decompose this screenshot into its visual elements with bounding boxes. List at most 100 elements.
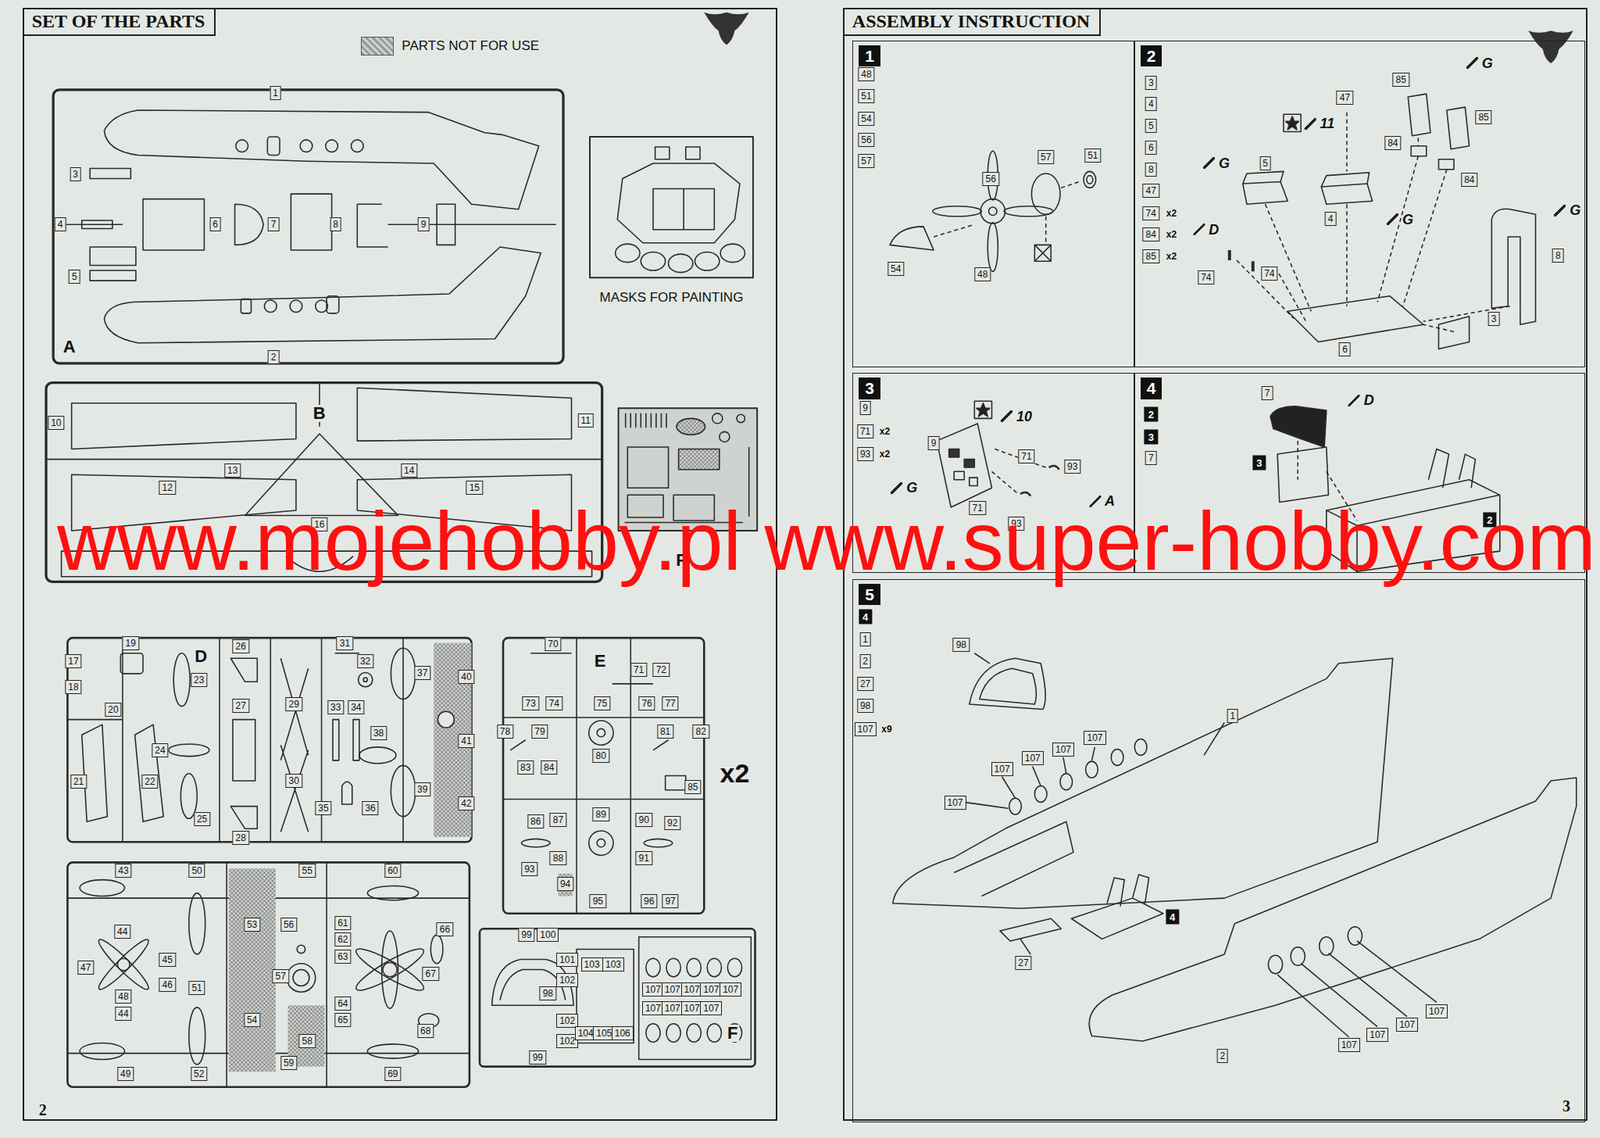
callout-number: 74 [1142,206,1160,221]
illustration-circle [286,963,316,993]
callout-number: 31 [336,635,354,650]
sprue-letter: B [311,404,328,422]
illustration-circle [363,677,368,682]
paint-code: D [1191,221,1221,238]
illustration-path [976,403,990,417]
illustration-path [1089,777,1577,1041]
illustration-ellipse [640,252,665,272]
callout-number: 93 [521,861,538,876]
quantity: x2 [1166,251,1177,261]
illustration-ellipse [987,222,998,272]
callout-number: 91 [635,850,652,865]
callout-number: 4 [1325,211,1337,226]
callout-number: 7 [1261,385,1274,400]
callout-number: 97 [661,893,679,908]
callout-number: 47 [1336,90,1354,105]
callout-number: 74 [1260,266,1278,281]
callout-number: 83 [517,760,534,775]
callout-number: 52 [190,1066,208,1081]
illustration-path [1528,30,1573,64]
callout-number: 5 [68,269,81,284]
illustration-ellipse [189,892,206,954]
illustration-ellipse [615,243,640,263]
callout-number: 55 [298,863,315,878]
illustration-rect [67,637,472,842]
illustration-rect [1034,244,1051,261]
callout-number: 1 [859,632,872,647]
callout-number: 27 [1014,955,1032,970]
illustration-ellipse [1267,954,1283,974]
illustration-rect [89,246,136,266]
subassembly-number: 4 [1165,908,1179,924]
callout-number: 99 [517,927,535,942]
callout-number: 78 [496,724,514,739]
callout-number: 101 [556,952,579,967]
callout-number: 107 [1083,730,1106,745]
illustration-rect [89,167,131,179]
subassembly-number: 3 [1144,429,1158,445]
illustration-circle [350,139,364,153]
illustration-path [46,382,603,460]
callout-number: 29 [285,696,302,711]
callout-number: 34 [347,700,365,715]
illustration-path [1277,446,1329,503]
callout-number: 3 [1488,311,1500,326]
callout-number: 92 [664,815,681,830]
callout-number: 107 [1366,1027,1389,1042]
step-number: 5 [858,583,881,605]
illustration-path [357,203,388,247]
callout-number: 72 [653,662,670,677]
illustration-path [1438,316,1469,350]
illustration-rect [67,861,469,1086]
illustration-g [703,12,1574,64]
legend-text: PARTS NOT FOR USE [401,38,540,54]
illustration-ellipse [1134,738,1147,755]
callout-number: 56 [280,917,297,932]
callout-number: 27 [232,698,250,713]
callout-number: 60 [384,863,401,878]
callout-number: 38 [370,725,387,740]
callout-number: 42 [457,796,475,811]
callout-number: 102 [556,972,579,987]
callout-number: 85 [1392,72,1410,87]
illustration-ellipse [666,957,681,977]
illustration-circle [736,414,745,422]
illustration-ellipse [521,838,551,847]
illustration-circle [596,728,605,736]
illustration-rect [949,449,960,458]
illustration-ellipse [1031,173,1061,215]
callout-number: 87 [550,812,567,827]
callout-number: 3 [69,167,82,182]
illustration-ellipse [727,957,742,977]
callout-number: 35 [314,800,332,815]
callout-number: 8 [1145,162,1158,177]
callout-number: 84 [1142,227,1160,242]
callout-number: 5 [1145,118,1158,133]
callout-number: 59 [280,1055,297,1070]
illustration-ellipse [646,1023,661,1043]
illustration-path [235,203,265,245]
callout-number: 44 [114,924,131,939]
illustration-path [67,637,404,842]
callout-number: 10 [47,415,65,430]
illustration-rect [436,203,456,245]
callout-number: 6 [1145,140,1158,155]
callout-number: 53 [243,917,261,932]
callout-number: 71 [630,662,647,677]
page-title: ASSEMBLY INSTRUCTION [844,9,1101,36]
callout-number: 23 [190,672,208,687]
illustration-path [969,657,1046,709]
subassembly-number: 4 [858,608,872,624]
illustration-ellipse [79,1042,125,1060]
callout-number: 45 [159,952,176,967]
callout-number: 73 [521,696,539,711]
illustration-path [625,413,667,428]
illustration-path [892,657,1393,908]
illustration-ellipse [1086,175,1093,184]
illustration-ellipse [390,647,415,699]
callout-number: 51 [188,980,205,995]
illustration-circle [719,431,730,442]
callout-number: 48 [974,267,991,282]
callout-number: 4 [54,217,67,232]
callout-number: 93 [1064,459,1081,474]
